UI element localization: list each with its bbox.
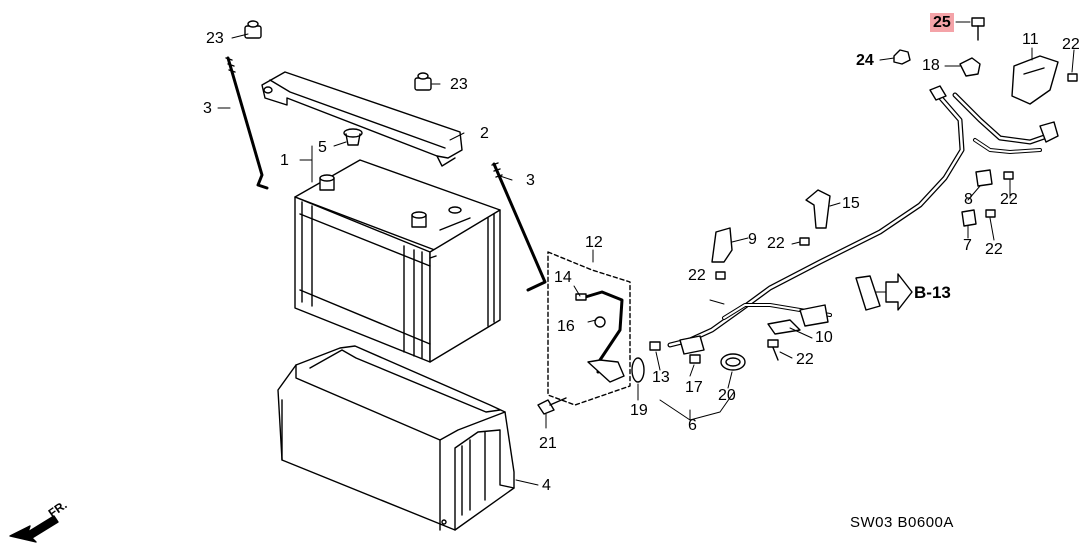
callout-17: 17 <box>685 379 703 396</box>
callout-2: 2 <box>480 125 489 142</box>
diagram-code: SW03 B0600A <box>850 514 954 531</box>
ground-cable <box>575 290 625 383</box>
starter-cable <box>667 85 1059 355</box>
nut-23-mid <box>414 72 432 91</box>
bolt-22-e <box>1067 73 1078 82</box>
grommet-20 <box>720 353 746 371</box>
clip-8 <box>975 169 993 187</box>
callout-21: 21 <box>539 435 557 452</box>
bolt-13 <box>649 341 661 351</box>
reference-arrow <box>885 273 913 311</box>
callout-19: 19 <box>630 402 648 419</box>
callout-20: 20 <box>718 387 736 404</box>
battery <box>294 159 501 363</box>
bracket-15 <box>805 189 831 229</box>
callout-22-f: 22 <box>796 351 814 368</box>
bolt-25 <box>971 17 985 41</box>
callout-15: 15 <box>842 195 860 212</box>
bracket-11 <box>1011 55 1059 105</box>
bolt-21 <box>537 397 567 415</box>
nut-23-top <box>244 20 262 39</box>
bolt-22-c <box>1003 171 1014 180</box>
battery-tray <box>277 345 515 531</box>
cable-holder-10 <box>767 319 801 335</box>
callout-3-left: 3 <box>203 100 212 117</box>
callout-22-c: 22 <box>1000 191 1018 208</box>
clip-19 <box>631 357 645 383</box>
bolt-22-b <box>715 271 726 280</box>
callout-16: 16 <box>557 318 575 335</box>
reference-b13[interactable]: B-13 <box>914 283 951 302</box>
callout-12: 12 <box>585 234 603 251</box>
callout-14: 14 <box>554 269 572 286</box>
bolt-22-d <box>985 209 996 218</box>
bolt-22-a <box>799 237 810 246</box>
callout-13: 13 <box>652 369 670 386</box>
clamp-9 <box>711 227 733 263</box>
clip-7 <box>961 209 977 227</box>
callout-23-mid: 23 <box>450 76 468 93</box>
hold-down-bracket <box>261 71 463 167</box>
callout-22-e: 22 <box>1062 36 1080 53</box>
bolt-22-lower <box>767 339 779 361</box>
relay-connector <box>855 275 881 311</box>
highlighted-part-25[interactable]: 25 <box>930 13 954 32</box>
callout-22-b: 22 <box>688 267 706 284</box>
callout-18: 18 <box>922 57 940 74</box>
hold-down-rod-right <box>491 162 547 292</box>
callout-22-a: 22 <box>767 235 785 252</box>
callout-11: 11 <box>1022 31 1039 48</box>
front-arrow <box>9 515 59 543</box>
callout-6: 6 <box>688 417 697 434</box>
callout-8: 8 <box>964 191 973 208</box>
callout-4: 4 <box>542 477 551 494</box>
ground-cable-group <box>547 251 631 406</box>
terminal-cap-5 <box>343 128 363 146</box>
callout-1: 1 <box>280 152 289 169</box>
callout-5: 5 <box>318 139 327 156</box>
callout-24: 24 <box>856 52 874 69</box>
callout-22-d: 22 <box>985 241 1003 258</box>
callout-25[interactable]: 25 <box>930 13 954 32</box>
callout-23-top: 23 <box>206 30 224 47</box>
hold-down-rod-left <box>225 56 269 190</box>
nut-17 <box>689 354 701 364</box>
callout-9: 9 <box>748 231 757 248</box>
callout-7: 7 <box>963 237 972 254</box>
callout-10: 10 <box>815 329 833 346</box>
leader-lines <box>217 21 1075 486</box>
callout-3-right: 3 <box>526 172 535 189</box>
terminal-18 <box>959 57 981 77</box>
nut-24 <box>893 49 911 65</box>
